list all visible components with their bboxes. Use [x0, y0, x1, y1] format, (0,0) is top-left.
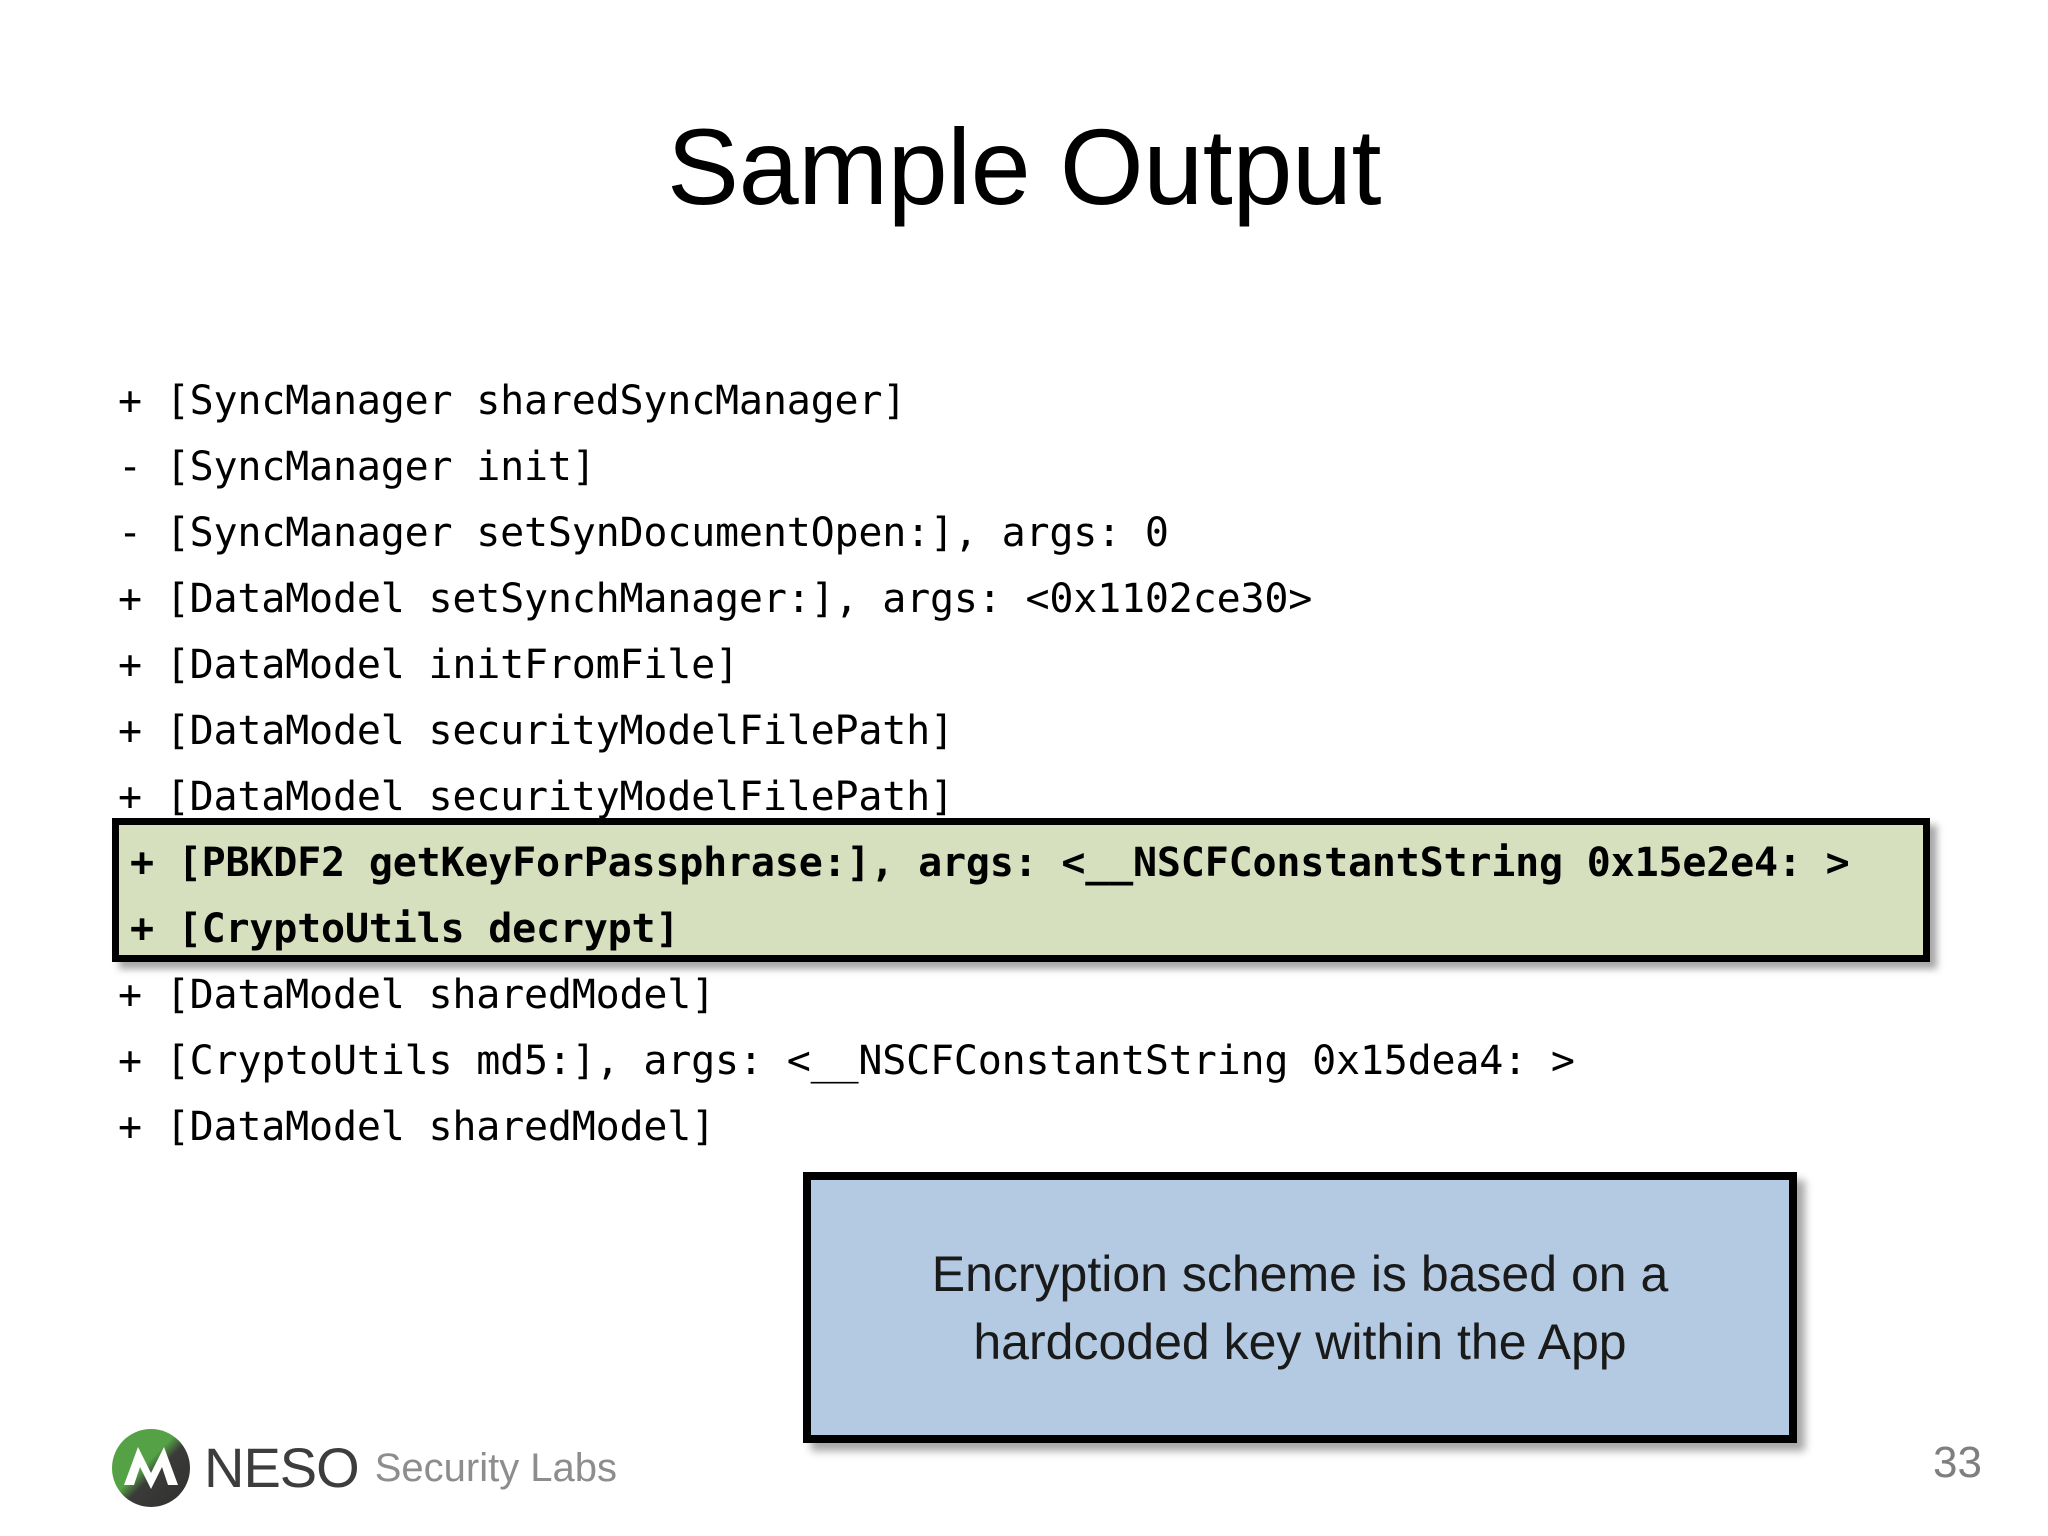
code-listing: + [SyncManager sharedSyncManager] - [Syn…	[118, 368, 1978, 1160]
logo-subtitle: Security Labs	[374, 1446, 618, 1490]
code-line: + [DataModel initFromFile]	[118, 642, 739, 688]
code-line-highlighted: + [PBKDF2 getKeyForPassphrase:], args: <…	[130, 840, 1850, 886]
code-line: + [DataModel sharedModel]	[118, 972, 716, 1018]
callout-line-1: Encryption scheme is based on a	[931, 1245, 1669, 1302]
code-line: + [DataModel securityModelFilePath]	[118, 774, 954, 820]
code-line: - [SyncManager setSynDocumentOpen:], arg…	[118, 510, 1169, 556]
highlight-box-green	[112, 818, 1930, 962]
code-line: + [DataModel securityModelFilePath]	[118, 708, 954, 754]
neso-logo-mark-icon	[112, 1429, 190, 1507]
code-line: + [CryptoUtils md5:], args: <__NSCFConst…	[118, 1038, 1575, 1084]
callout-text: Encryption scheme is based on a hardcode…	[898, 1240, 1703, 1376]
neso-logo: NESO Security Labs	[112, 1420, 617, 1516]
code-line: + [SyncManager sharedSyncManager]	[118, 378, 907, 424]
page-title: Sample Output	[667, 106, 1381, 227]
code-line: - [SyncManager init]	[118, 444, 596, 490]
callout-box-blue: Encryption scheme is based on a hardcode…	[803, 1172, 1797, 1443]
code-line: + [DataModel sharedModel]	[118, 1104, 716, 1150]
code-line: + [DataModel setSynchManager:], args: <0…	[118, 576, 1313, 622]
logo-wordmark: NESO	[204, 1436, 360, 1499]
code-line-highlighted: + [CryptoUtils decrypt]	[130, 906, 680, 952]
page-number: 33	[1933, 1438, 1982, 1487]
callout-line-2: hardcoded key within the App	[973, 1313, 1627, 1370]
